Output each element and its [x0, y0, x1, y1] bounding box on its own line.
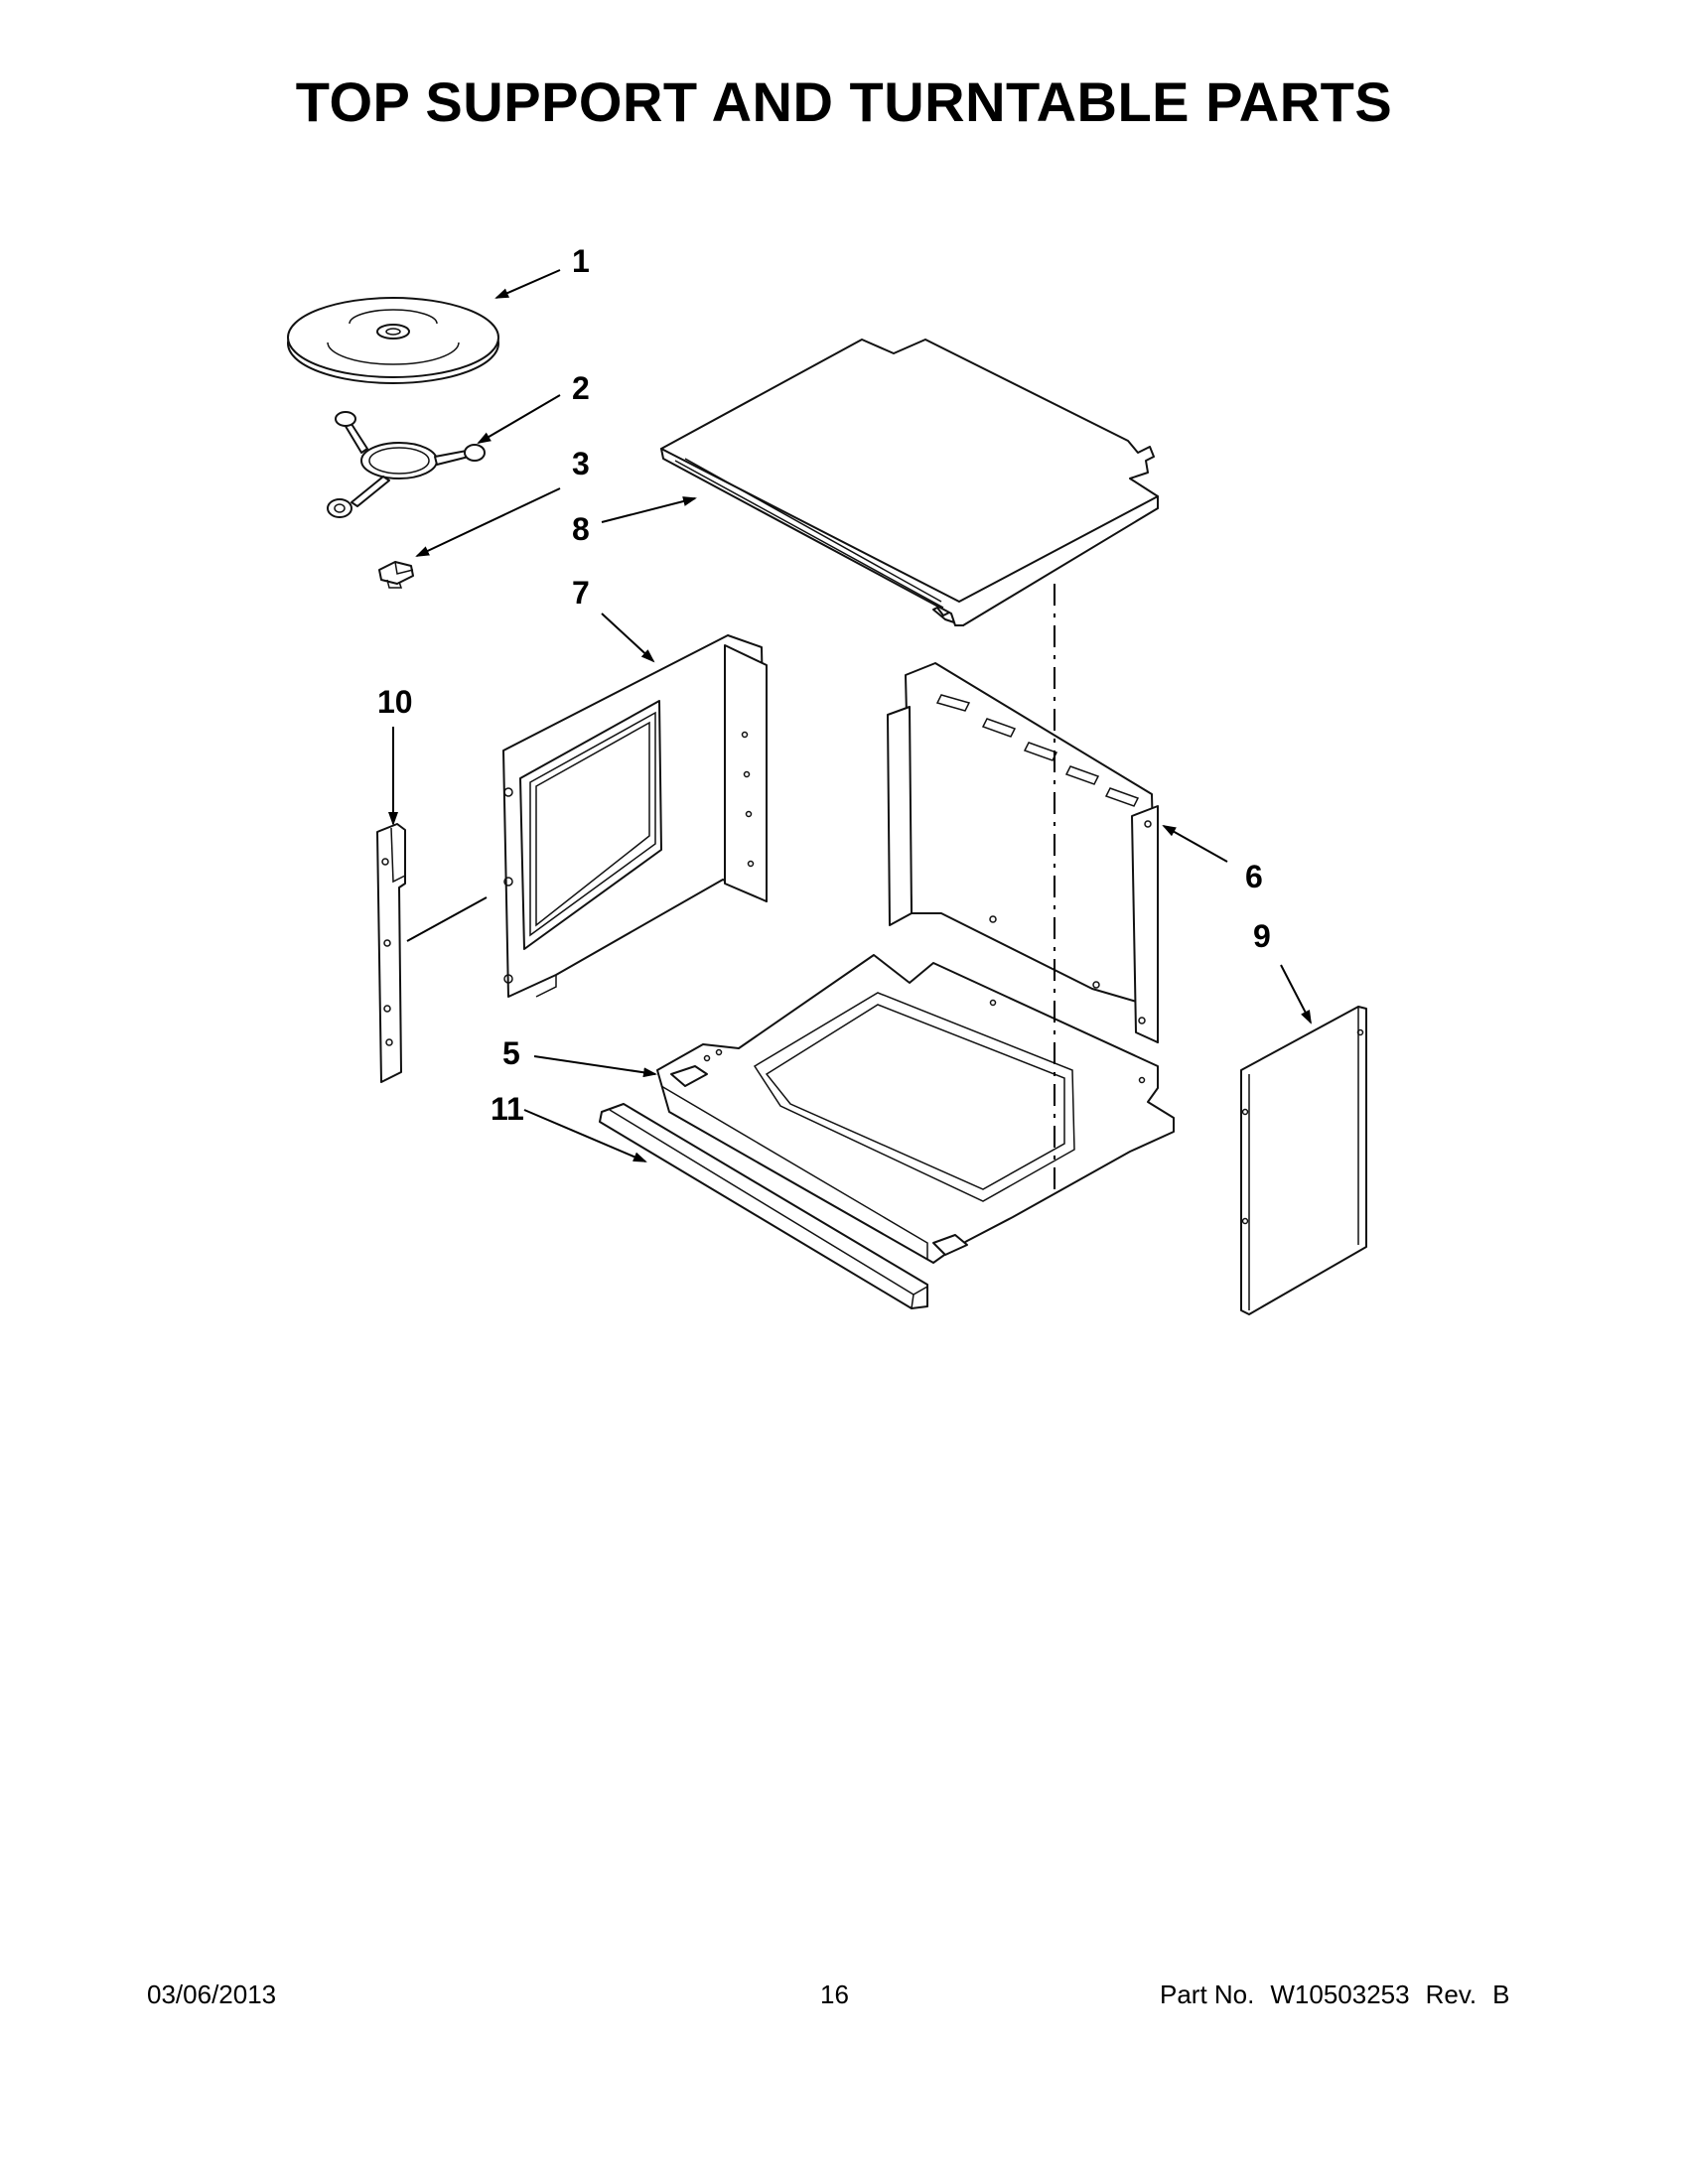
leader-line-6: [1162, 825, 1228, 863]
footer-page-number: 16: [820, 1979, 849, 2009]
part-side-panel-left: [502, 634, 768, 998]
part-front-trim: [599, 1103, 928, 1309]
footer-date: 03/06/2013: [147, 1979, 277, 2009]
leader-line-10-to-7: [406, 896, 488, 942]
callout-1: 1: [572, 243, 590, 279]
revision-label: Rev.: [1425, 1979, 1477, 2009]
leader-line-5: [533, 1055, 657, 1078]
callout-7: 7: [572, 575, 590, 611]
part-number-label: Part No.: [1160, 1979, 1255, 2009]
callout-8: 8: [572, 511, 590, 547]
footer-part-number: Part No. W10503253 Rev. B: [1160, 1979, 1525, 2010]
part-vent-bracket: [376, 823, 406, 1083]
part-turntable-tray: [287, 297, 499, 384]
callout-3: 3: [572, 446, 590, 481]
callout-5: 5: [502, 1035, 520, 1071]
leader-line-11: [523, 1109, 647, 1162]
part-side-trim-panel: [1240, 1006, 1367, 1315]
callout-6: 6: [1245, 859, 1263, 894]
callout-9: 9: [1253, 918, 1271, 954]
part-top-support: [660, 339, 1159, 626]
leader-line-7: [601, 613, 655, 663]
part-number-value: W10503253: [1270, 1979, 1410, 2009]
callout-10: 10: [377, 684, 413, 720]
callout-11: 11: [491, 1091, 524, 1127]
part-coupler: [378, 561, 414, 589]
exploded-parts-diagram: 1 2 3 8 7 10 6 9 5 11: [287, 243, 1367, 1315]
leader-line-2: [477, 394, 561, 445]
revision-value: B: [1492, 1979, 1510, 2009]
leader-line-9: [1280, 964, 1312, 1024]
part-roller-support: [327, 411, 486, 518]
leader-line-8: [601, 496, 697, 523]
callout-2: 2: [572, 370, 590, 406]
page-title: TOP SUPPORT AND TURNTABLE PARTS: [295, 70, 1393, 133]
part-bottom-plate: [656, 954, 1175, 1264]
leader-line-3: [415, 487, 561, 557]
leader-line-1: [494, 269, 561, 299]
part-side-panel-right: [887, 662, 1159, 1043]
